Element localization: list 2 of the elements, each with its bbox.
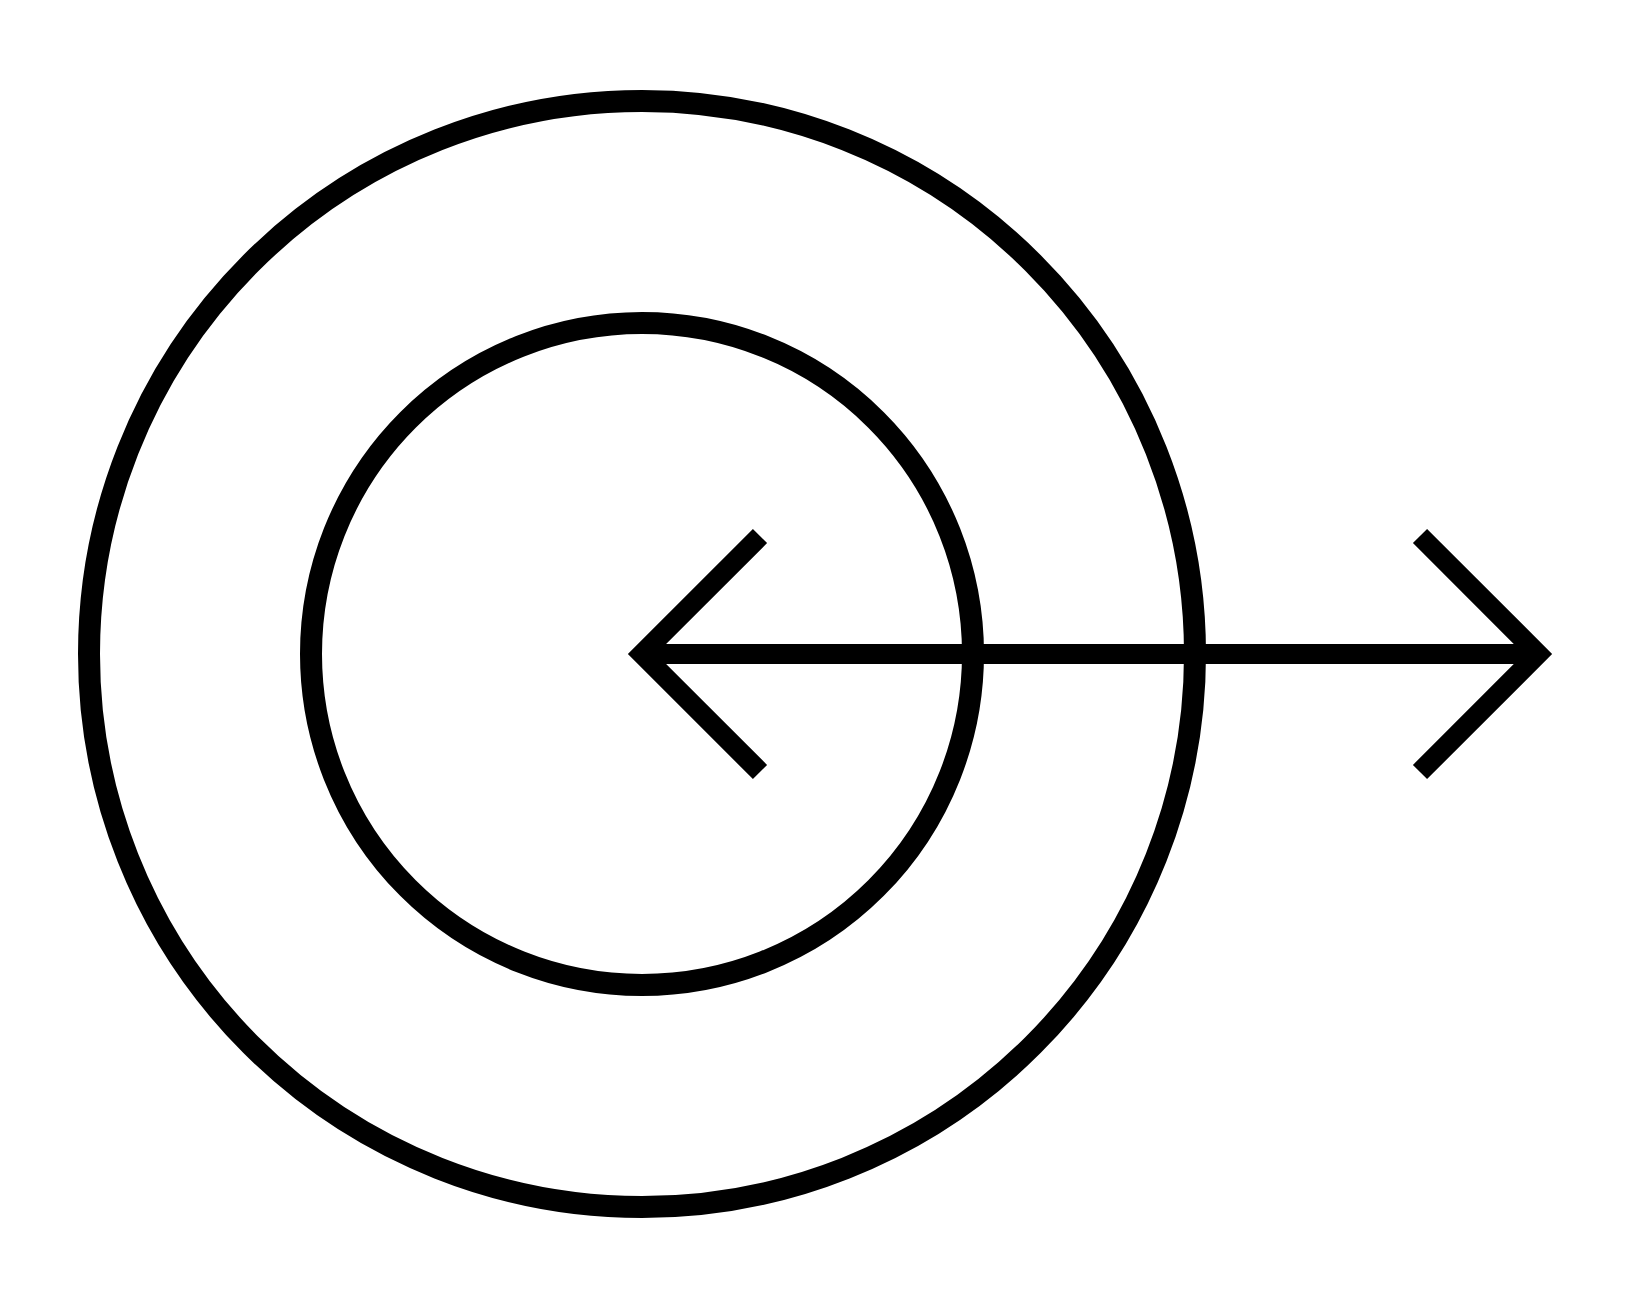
outer-circle bbox=[78, 90, 1206, 1218]
inner-circle bbox=[300, 312, 984, 996]
